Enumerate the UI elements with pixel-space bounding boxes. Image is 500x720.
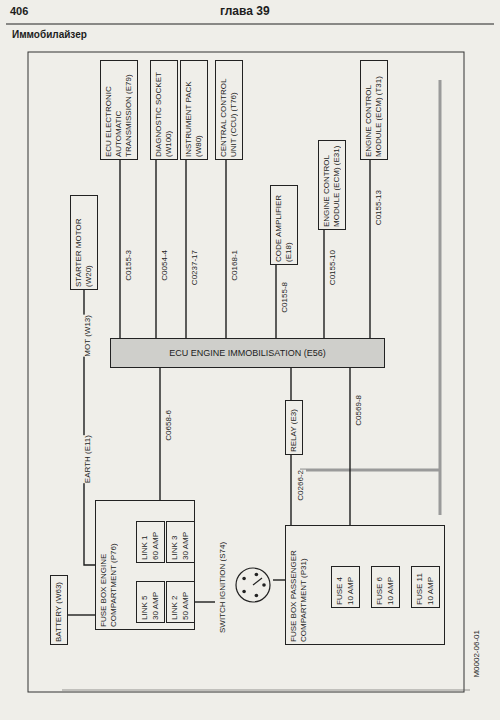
part-name: CODE AMPLIFIER (E18) [274, 188, 294, 262]
fuse-box: FUSE BOX PASSENGER COMPARTMENT (P31) FUSE… [285, 525, 445, 645]
wire-code: C0237-17 [190, 250, 200, 285]
instrument-box: INSTRUMENT PACK (W80) [180, 60, 208, 160]
header-text: 406 [10, 6, 28, 16]
wire-code: C0155-13 [374, 190, 384, 225]
part-name: FUSE 4 [335, 569, 345, 605]
wire [291, 368, 292, 400]
wire-code: M0002-06-01 [472, 630, 482, 678]
fuse: FUSE 1110 AMP [411, 566, 440, 608]
part-name: ECU ENGINE IMMOBILISATION (E56) [169, 348, 325, 359]
starter-box: STARTER MOTOR (W20) [70, 195, 98, 290]
fuse-link: LINK 330 AMP [166, 521, 195, 563]
control-unit-box: CENTRAL CONTROL UNIT (CCU) (T76) [215, 60, 243, 160]
wire [226, 160, 227, 338]
wire-code: C0155-3 [124, 250, 134, 281]
part-name: LINK 3 [170, 524, 180, 560]
wire-code: C0155-8 [280, 282, 290, 313]
wire [370, 160, 371, 338]
wire [156, 160, 157, 338]
wire [324, 230, 325, 338]
fuse: FUSE 610 AMP [371, 566, 400, 608]
ecu-band: ECU ENGINE IMMOBILISATION (E56) [110, 338, 385, 368]
part-rating: 30 AMP [151, 584, 161, 620]
fuse-link: LINK 530 AMP [136, 581, 165, 623]
control-unit-box: ECU ELECTRONIC AUTOMATIC TRANSMISSION (E… [100, 60, 138, 160]
wire [160, 368, 161, 500]
fuse: FUSE 410 AMP [331, 566, 360, 608]
amplifier-box: CODE AMPLIFIER (E18) [270, 185, 298, 265]
ecm-box: ENGINE CONTROL MODULE (ECM) (T31) [360, 60, 388, 160]
wire [273, 580, 285, 581]
wire [120, 160, 121, 338]
wire-code: EARTH (E11) [83, 435, 93, 483]
page-title: Иммобилайзер [12, 30, 87, 40]
wire [276, 265, 277, 338]
part-name: SWITCH IGNITION (S74) [218, 537, 228, 633]
part-name: ECU ELECTRONIC AUTOMATIC TRANSMISSION (E… [104, 63, 134, 157]
ignition-switch: SWITCH IGNITION (S74) [215, 535, 273, 635]
fuse-link: LINK 250 AMP [166, 581, 195, 623]
battery-box: BATTERY (W63) [50, 575, 68, 645]
switch-symbol [229, 535, 273, 635]
wire [186, 160, 187, 338]
part-name: FUSE BOX ENGINE COMPARTMENT (P76) [99, 503, 119, 627]
part-rating: 60 AMP [151, 524, 161, 560]
part-name: LINK 1 [140, 524, 150, 560]
wire [195, 602, 215, 603]
wire [350, 368, 351, 525]
part-name: BATTERY (W63) [54, 578, 64, 642]
part-name: FUSE BOX PASSENGER COMPARTMENT (P31) [289, 528, 309, 642]
part-name: ENGINE CONTROL MODULE (ECM) (T31) [364, 63, 384, 157]
part-rating: 10 AMP [386, 569, 396, 605]
part-name: RELAY (E3) [289, 403, 299, 452]
part-name: ENGINE CONTROL MODULE (ECM) (E31) [322, 143, 342, 227]
wire-code: C0658-6 [164, 410, 174, 441]
fuse-link: LINK 160 AMP [136, 521, 165, 563]
part-name: CENTRAL CONTROL UNIT (CCU) (T76) [219, 63, 239, 157]
part-rating: 50 AMP [181, 584, 191, 620]
part-name: DIAGNOSTIC SOCKET (W100) [154, 63, 174, 157]
wire-code: C0054-4 [160, 250, 170, 281]
part-name: FUSE 11 [415, 569, 425, 605]
ecm-box: ENGINE CONTROL MODULE (ECM) (E31) [318, 140, 346, 230]
part-name: INSTRUMENT PACK (W80) [184, 63, 204, 157]
part-rating: 10 AMP [346, 569, 356, 605]
part-name: LINK 2 [170, 584, 180, 620]
wire-code: MOT (W13) [83, 315, 93, 357]
part-rating: 30 AMP [181, 524, 191, 560]
part-name: FUSE 6 [375, 569, 385, 605]
part-rating: 10 AMP [426, 569, 436, 605]
wire-code: C0168-1 [230, 250, 240, 281]
wire [291, 455, 292, 525]
wire-code: C0266-2 [296, 470, 306, 501]
wire [84, 290, 95, 565]
fuse-box: FUSE BOX ENGINE COMPARTMENT (P76) LINK 16… [95, 500, 195, 630]
socket-box: DIAGNOSTIC SOCKET (W100) [150, 60, 178, 160]
wire [68, 615, 95, 616]
header-text: глава 39 [220, 6, 270, 16]
relay-box: RELAY (E3) [285, 400, 303, 455]
wire-code: C0155-10 [328, 250, 338, 285]
wire-code: C0569-8 [354, 395, 364, 426]
part-name: STARTER MOTOR (W20) [74, 198, 94, 287]
part-name: LINK 5 [140, 584, 150, 620]
